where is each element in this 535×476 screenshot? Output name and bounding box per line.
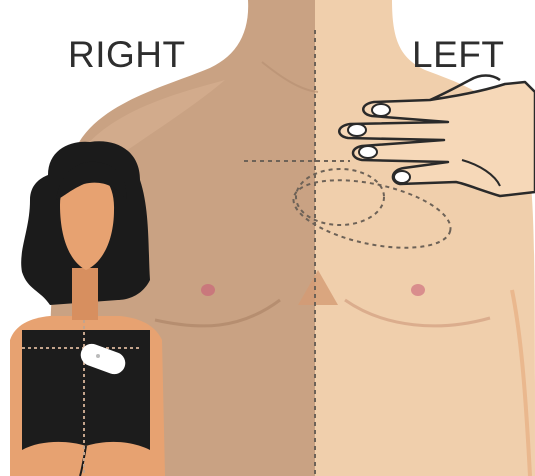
left-side-label: LEFT — [412, 36, 504, 73]
woman-neck — [72, 268, 98, 320]
left-nipple — [411, 284, 425, 296]
right-nipple — [201, 284, 215, 296]
right-side-label: RIGHT — [68, 36, 186, 73]
